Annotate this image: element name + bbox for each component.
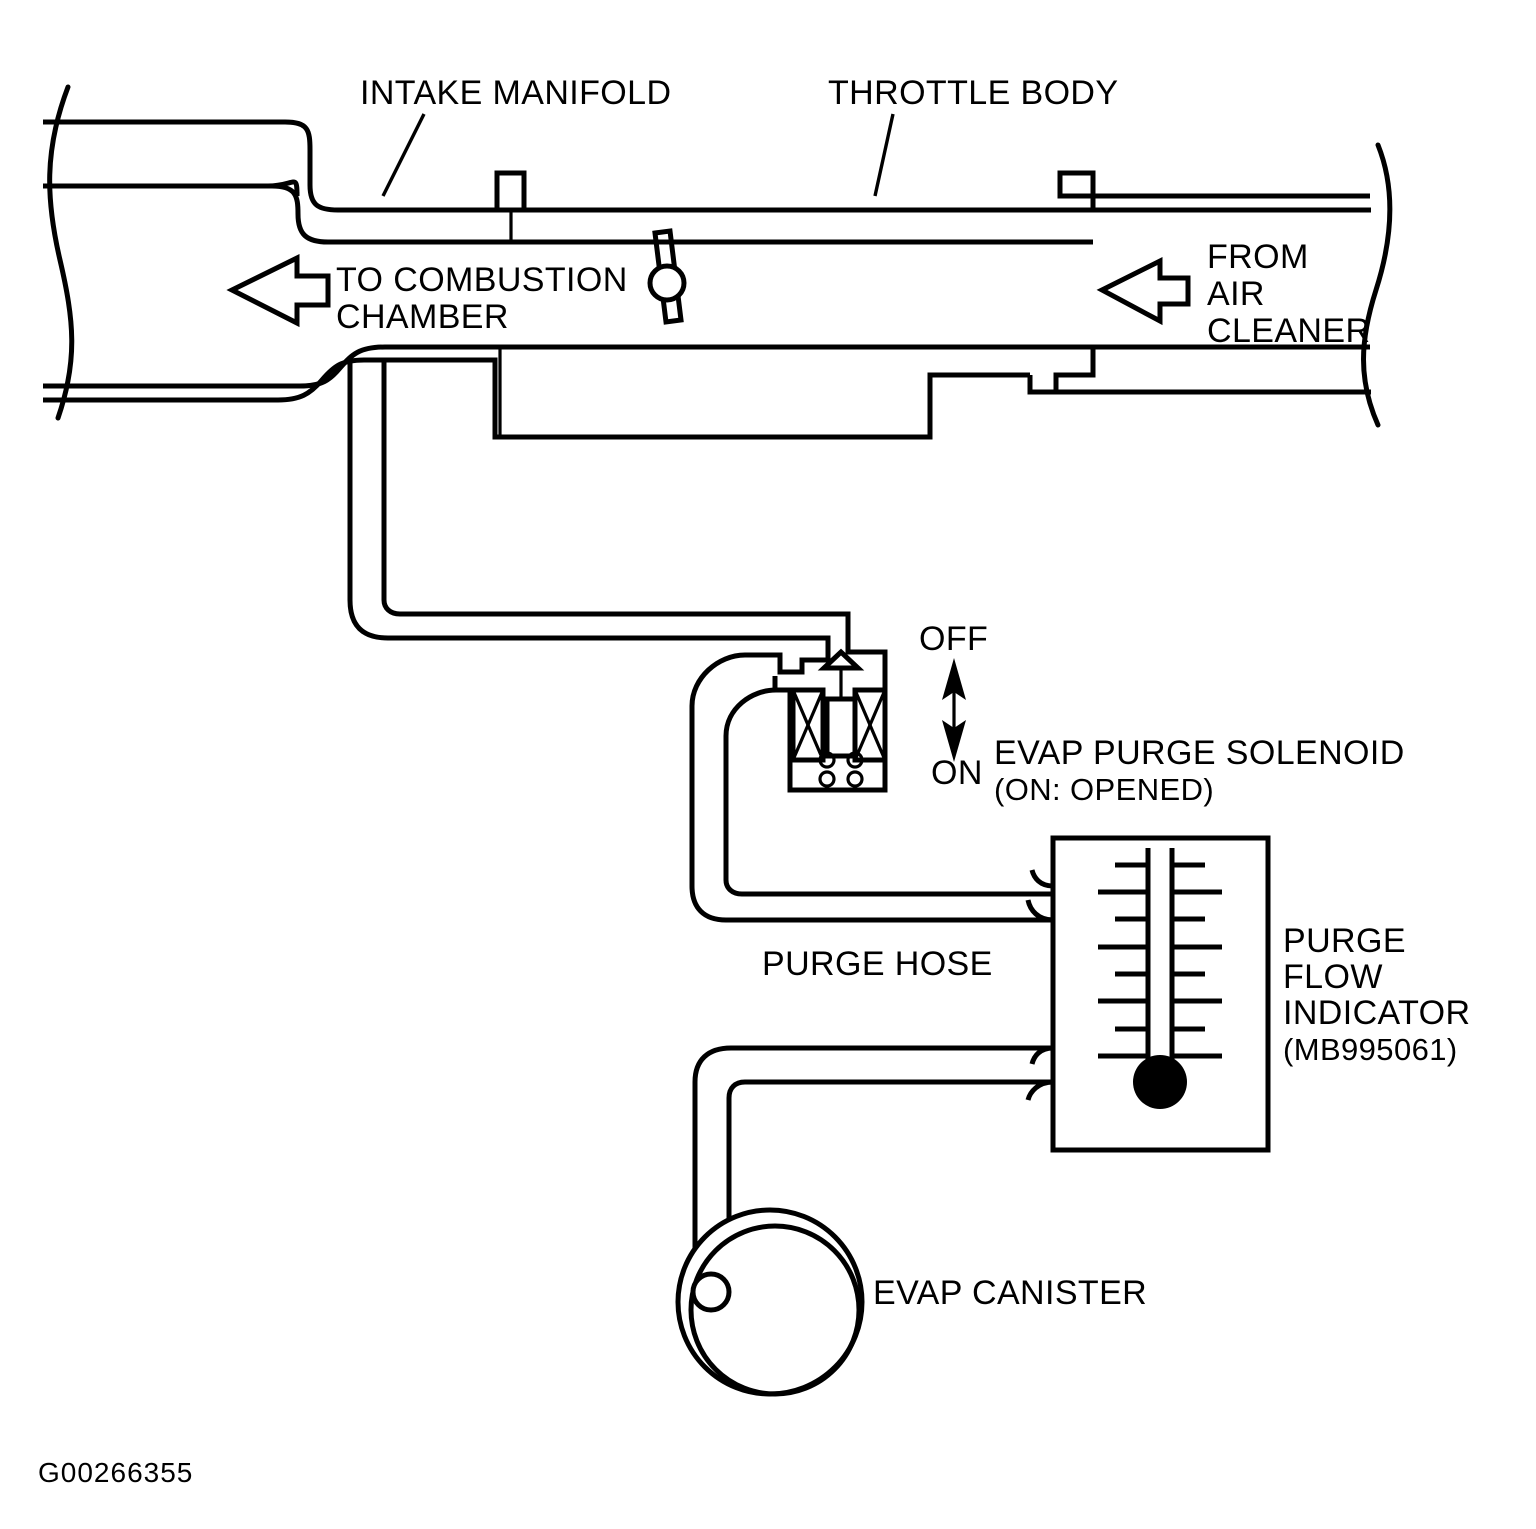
throttle-body-lower-flange-step: [1027, 347, 1096, 395]
to-combustion-chamber-arrow: [226, 253, 331, 328]
solenoid-terminal-1: [818, 751, 836, 769]
throttle-plate: [647, 228, 687, 325]
figure-id: G00266355: [38, 1457, 193, 1488]
leader-lines: [381, 113, 895, 197]
purge-hose-upper-run: [347, 360, 790, 641]
solenoid-body-outline-right: [787, 611, 888, 793]
label-purge-hose: PURGE HOSE: [762, 945, 993, 983]
label-on: ON: [931, 754, 983, 792]
indicator-nipple-top-lower: [1025, 899, 1054, 923]
label-evap-canister: EVAP CANISTER: [873, 1274, 1147, 1312]
solenoid-inlet-port-step: [790, 635, 831, 675]
solenoid-upper-left-nipple: [745, 652, 790, 675]
label-purge-flow-indicator-part-number: (MB995061): [1283, 1032, 1458, 1067]
break-line-left: [47, 84, 75, 421]
throttle-body-upper-flange: [1057, 170, 1370, 210]
solenoid-plunger: [824, 696, 858, 759]
coil-left-x2: [791, 689, 825, 761]
label-evap-purge-solenoid: EVAP PURGE SOLENOID: [994, 734, 1405, 772]
label-to-combustion-chamber-line2: CHAMBER: [336, 298, 509, 336]
solenoid-coil-left: [790, 687, 826, 763]
label-from-air-cleaner-line3: CLEANER: [1207, 312, 1370, 350]
manifold-lower-bore-wall: [43, 344, 520, 389]
evap-canister-port: [690, 1271, 732, 1313]
off-arrow-head-up: [942, 658, 966, 700]
purge-hose-lower-outer-wall: [689, 652, 1053, 923]
purge-hose-upper-outer-wall: [347, 373, 790, 641]
solenoid-coil-right: [852, 687, 888, 763]
evap-canister-inner-circle: [688, 1223, 862, 1397]
label-purge-flow-indicator-line3: INDICATOR: [1283, 994, 1470, 1032]
throttle-body-lower-body-outline: [378, 357, 1030, 440]
text-labels: INTAKE MANIFOLD THROTTLE BODY TO COMBUST…: [38, 74, 1470, 1488]
label-off: OFF: [919, 620, 988, 658]
canister-hose-inner-wall: [726, 1079, 1053, 1275]
off-on-indicator-arrow: [942, 658, 966, 762]
manifold-upper-boss: [494, 170, 527, 210]
label-purge-flow-indicator-line2: FLOW: [1283, 958, 1383, 996]
manifold-upper-outer-wall: [43, 119, 1093, 213]
leader-intake-manifold: [381, 113, 426, 197]
label-intake-manifold: INTAKE MANIFOLD: [360, 74, 671, 112]
label-from-air-cleaner-line1: FROM: [1207, 238, 1309, 276]
indicator-nipple-top-upper: [1029, 869, 1054, 889]
indicator-graduations: [1098, 862, 1222, 1059]
indicator-nipple-bottom-lower: [1025, 1079, 1054, 1101]
label-from-air-cleaner-line2: AIR: [1207, 275, 1265, 313]
from-air-cleaner-arrow: [1096, 256, 1191, 326]
solenoid-terminal-4: [846, 770, 864, 788]
solenoid-valve-triangle: [817, 648, 865, 671]
purge-hose-lower-run: [689, 652, 1053, 923]
label-evap-purge-solenoid-note: (ON: OPENED): [994, 772, 1214, 807]
canister-hose-outer-wall: [692, 1045, 1053, 1275]
solenoid-outlet-left-wall: [776, 687, 793, 766]
purge-flow-indicator: [1025, 835, 1271, 1153]
label-purge-flow-indicator-line1: PURGE: [1283, 922, 1406, 960]
evap-purge-solenoid: [745, 611, 888, 793]
throttle-plate-hub: [647, 263, 687, 303]
solenoid-lower-left-nipple: [772, 676, 790, 693]
manifold-upper-bore-wall: [43, 183, 500, 245]
break-line-right: [1361, 142, 1393, 428]
leader-throttle-body: [873, 113, 895, 197]
evap-canister: [675, 1207, 865, 1397]
purge-hose-upper-inner-wall: [381, 373, 790, 617]
label-to-combustion-chamber-line1: TO COMBUSTION: [336, 261, 628, 299]
intake-manifold-throttle-body-assembly: [43, 84, 1393, 440]
on-arrow-head-down: [942, 720, 966, 762]
coil-right-x2: [853, 689, 887, 761]
indicator-float-ball: [1133, 1055, 1187, 1109]
purge-hose-lower-inner-wall: [723, 687, 1053, 897]
flow-arrows: [226, 253, 1191, 328]
solenoid-terminal-2: [846, 751, 864, 769]
label-throttle-body: THROTTLE BODY: [828, 74, 1118, 112]
solenoid-terminal-3: [818, 770, 836, 788]
